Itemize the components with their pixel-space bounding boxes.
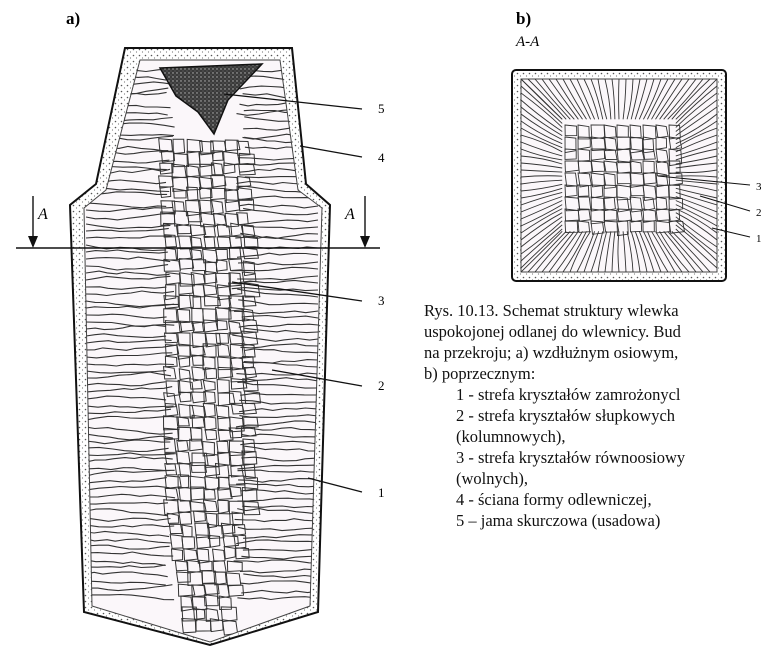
legend-item-4: 4 - ściana formy odlewniczej, [424, 489, 769, 510]
callout-b-2: 2 [756, 207, 762, 219]
caption-line: uspokojonej odlanej do wlewnicy. Bud [424, 321, 769, 342]
panel-b-label: b) [516, 9, 531, 28]
callout-1: 1 [378, 485, 385, 500]
callout-3: 3 [378, 293, 385, 308]
callout-5: 5 [378, 101, 385, 116]
caption-line: Rys. 10.13. Schemat struktury wlewka [424, 300, 769, 321]
legend-item-2: 2 - strefa kryształów słupkowych [424, 405, 769, 426]
figure-caption: Rys. 10.13. Schemat struktury wlewka usp… [424, 300, 769, 580]
legend-item-1: 1 - strefa kryształów zamrożonycl [424, 384, 769, 405]
callout-2: 2 [378, 378, 385, 393]
ingot-cross-section [512, 70, 726, 281]
panel-a-label: a) [66, 9, 80, 28]
section-marker-left: A [37, 206, 48, 223]
ingot-longitudinal-section [70, 48, 330, 645]
section-marker-right: A [344, 206, 355, 223]
callout-4: 4 [378, 150, 385, 165]
callout-b-3: 3 [756, 181, 762, 193]
panel-b-section-label: A-A [515, 34, 540, 50]
caption-line: b) poprzecznym: [424, 363, 769, 384]
legend-item-2-cont: (kolumnowych), [424, 426, 769, 447]
legend-item-5: 5 – jama skurczowa (usadowa) [424, 510, 769, 531]
caption-line: na przekroju; a) wzdłużnym osiowym, [424, 342, 769, 363]
legend-item-3-cont: (wolnych), [424, 468, 769, 489]
callout-b-1: 1 [756, 233, 762, 245]
legend-item-3: 3 - strefa kryształów równoosiowy [424, 447, 769, 468]
